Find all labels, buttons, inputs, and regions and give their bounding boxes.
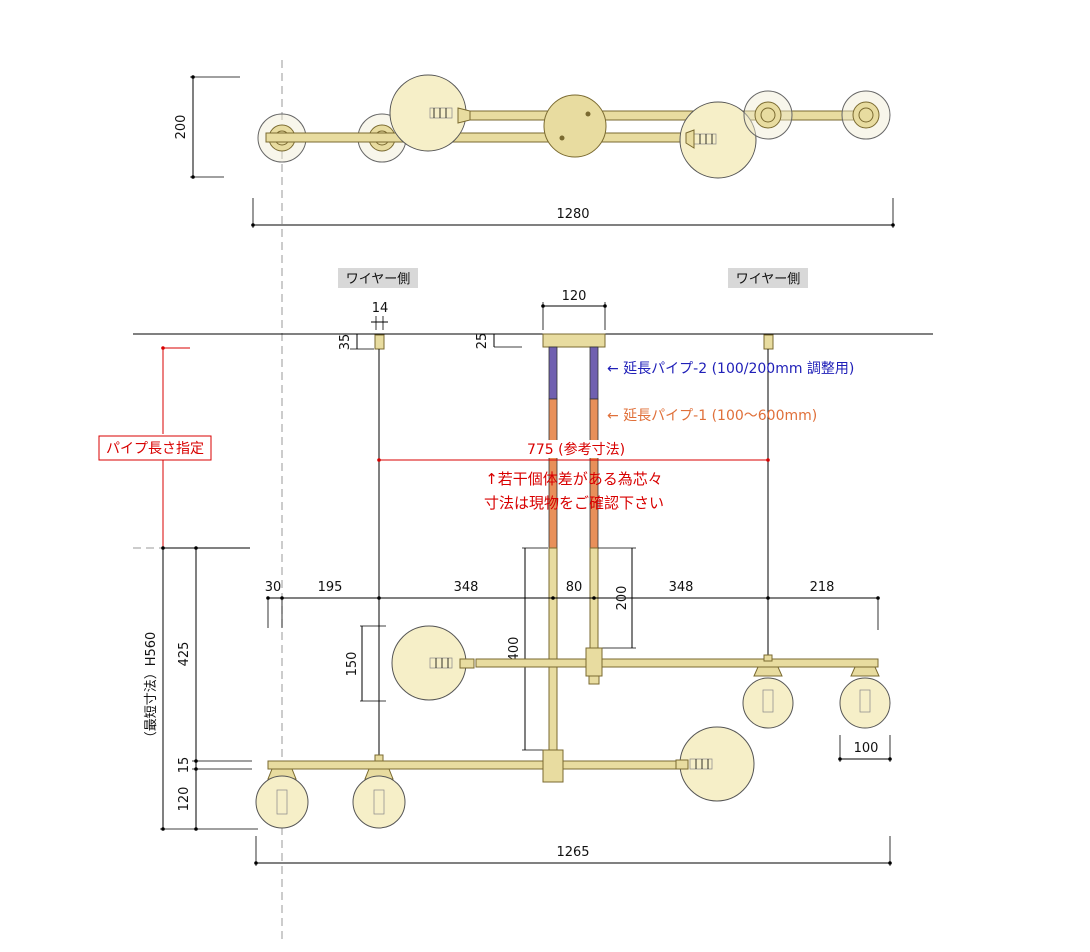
pipe2-right <box>589 346 599 400</box>
upper-arm <box>475 658 879 668</box>
dim-35: 35 <box>338 334 353 351</box>
dim-80: 80 <box>566 580 583 595</box>
top-width-dim: 1280 <box>556 207 589 222</box>
wire-left-tag-bg <box>338 268 418 288</box>
dim-218: 218 <box>810 580 835 595</box>
globe-upper-left <box>391 625 467 701</box>
dim-120-canopy: 120 <box>562 289 587 304</box>
note-line2: 寸法は現物をご確認下さい <box>484 494 664 512</box>
dim-30: 30 <box>265 580 282 595</box>
dim-100: 100 <box>854 741 879 756</box>
dim-200-mid: 200 <box>615 586 630 611</box>
canopy-side <box>542 333 606 348</box>
dim-120-bottom: 120 <box>177 787 192 812</box>
note-line1: ↑若干個体差がある為芯々 <box>485 470 663 488</box>
min-height-label: （最短寸法）H560 <box>144 632 159 745</box>
dim-25: 25 <box>475 333 490 350</box>
ref-775: 775 (参考寸法) <box>527 441 625 458</box>
canopy-top <box>543 94 607 158</box>
dim-425: 425 <box>177 642 192 667</box>
top-arm-upper <box>469 110 879 121</box>
pipe2-note: ← 延長パイプ-2 (100/200mm 調整用) <box>607 361 854 377</box>
lower-joint <box>542 749 564 783</box>
pipe2-left <box>548 346 558 400</box>
top-arm-lower <box>265 132 687 143</box>
top-view: 200 <box>174 60 895 940</box>
wire-right-tag: ワイヤー側 <box>736 272 801 287</box>
globe-large <box>389 74 467 152</box>
dim-150: 150 <box>345 652 360 677</box>
wire-left-tag: ワイヤー側 <box>346 272 411 287</box>
dim-348-right: 348 <box>669 580 694 595</box>
upper-joint <box>585 647 603 677</box>
side-view: ワイヤー側 ワイヤー側 14 35 120 25 <box>98 268 933 866</box>
dim-348-left: 348 <box>454 580 479 595</box>
top-height-dim: 200 <box>174 115 189 140</box>
dim-195: 195 <box>318 580 343 595</box>
pipe1-note: ← 延長パイプ-1 (100～600mm) <box>607 408 817 424</box>
pipe-length-label: パイプ長さ指定 <box>106 441 204 457</box>
lower-arm <box>267 760 679 770</box>
dim-15: 15 <box>177 757 192 774</box>
dim-1265: 1265 <box>556 845 589 860</box>
dim-14: 14 <box>372 301 389 316</box>
dim-400: 400 <box>507 637 522 662</box>
pipe-length-box <box>98 435 212 461</box>
